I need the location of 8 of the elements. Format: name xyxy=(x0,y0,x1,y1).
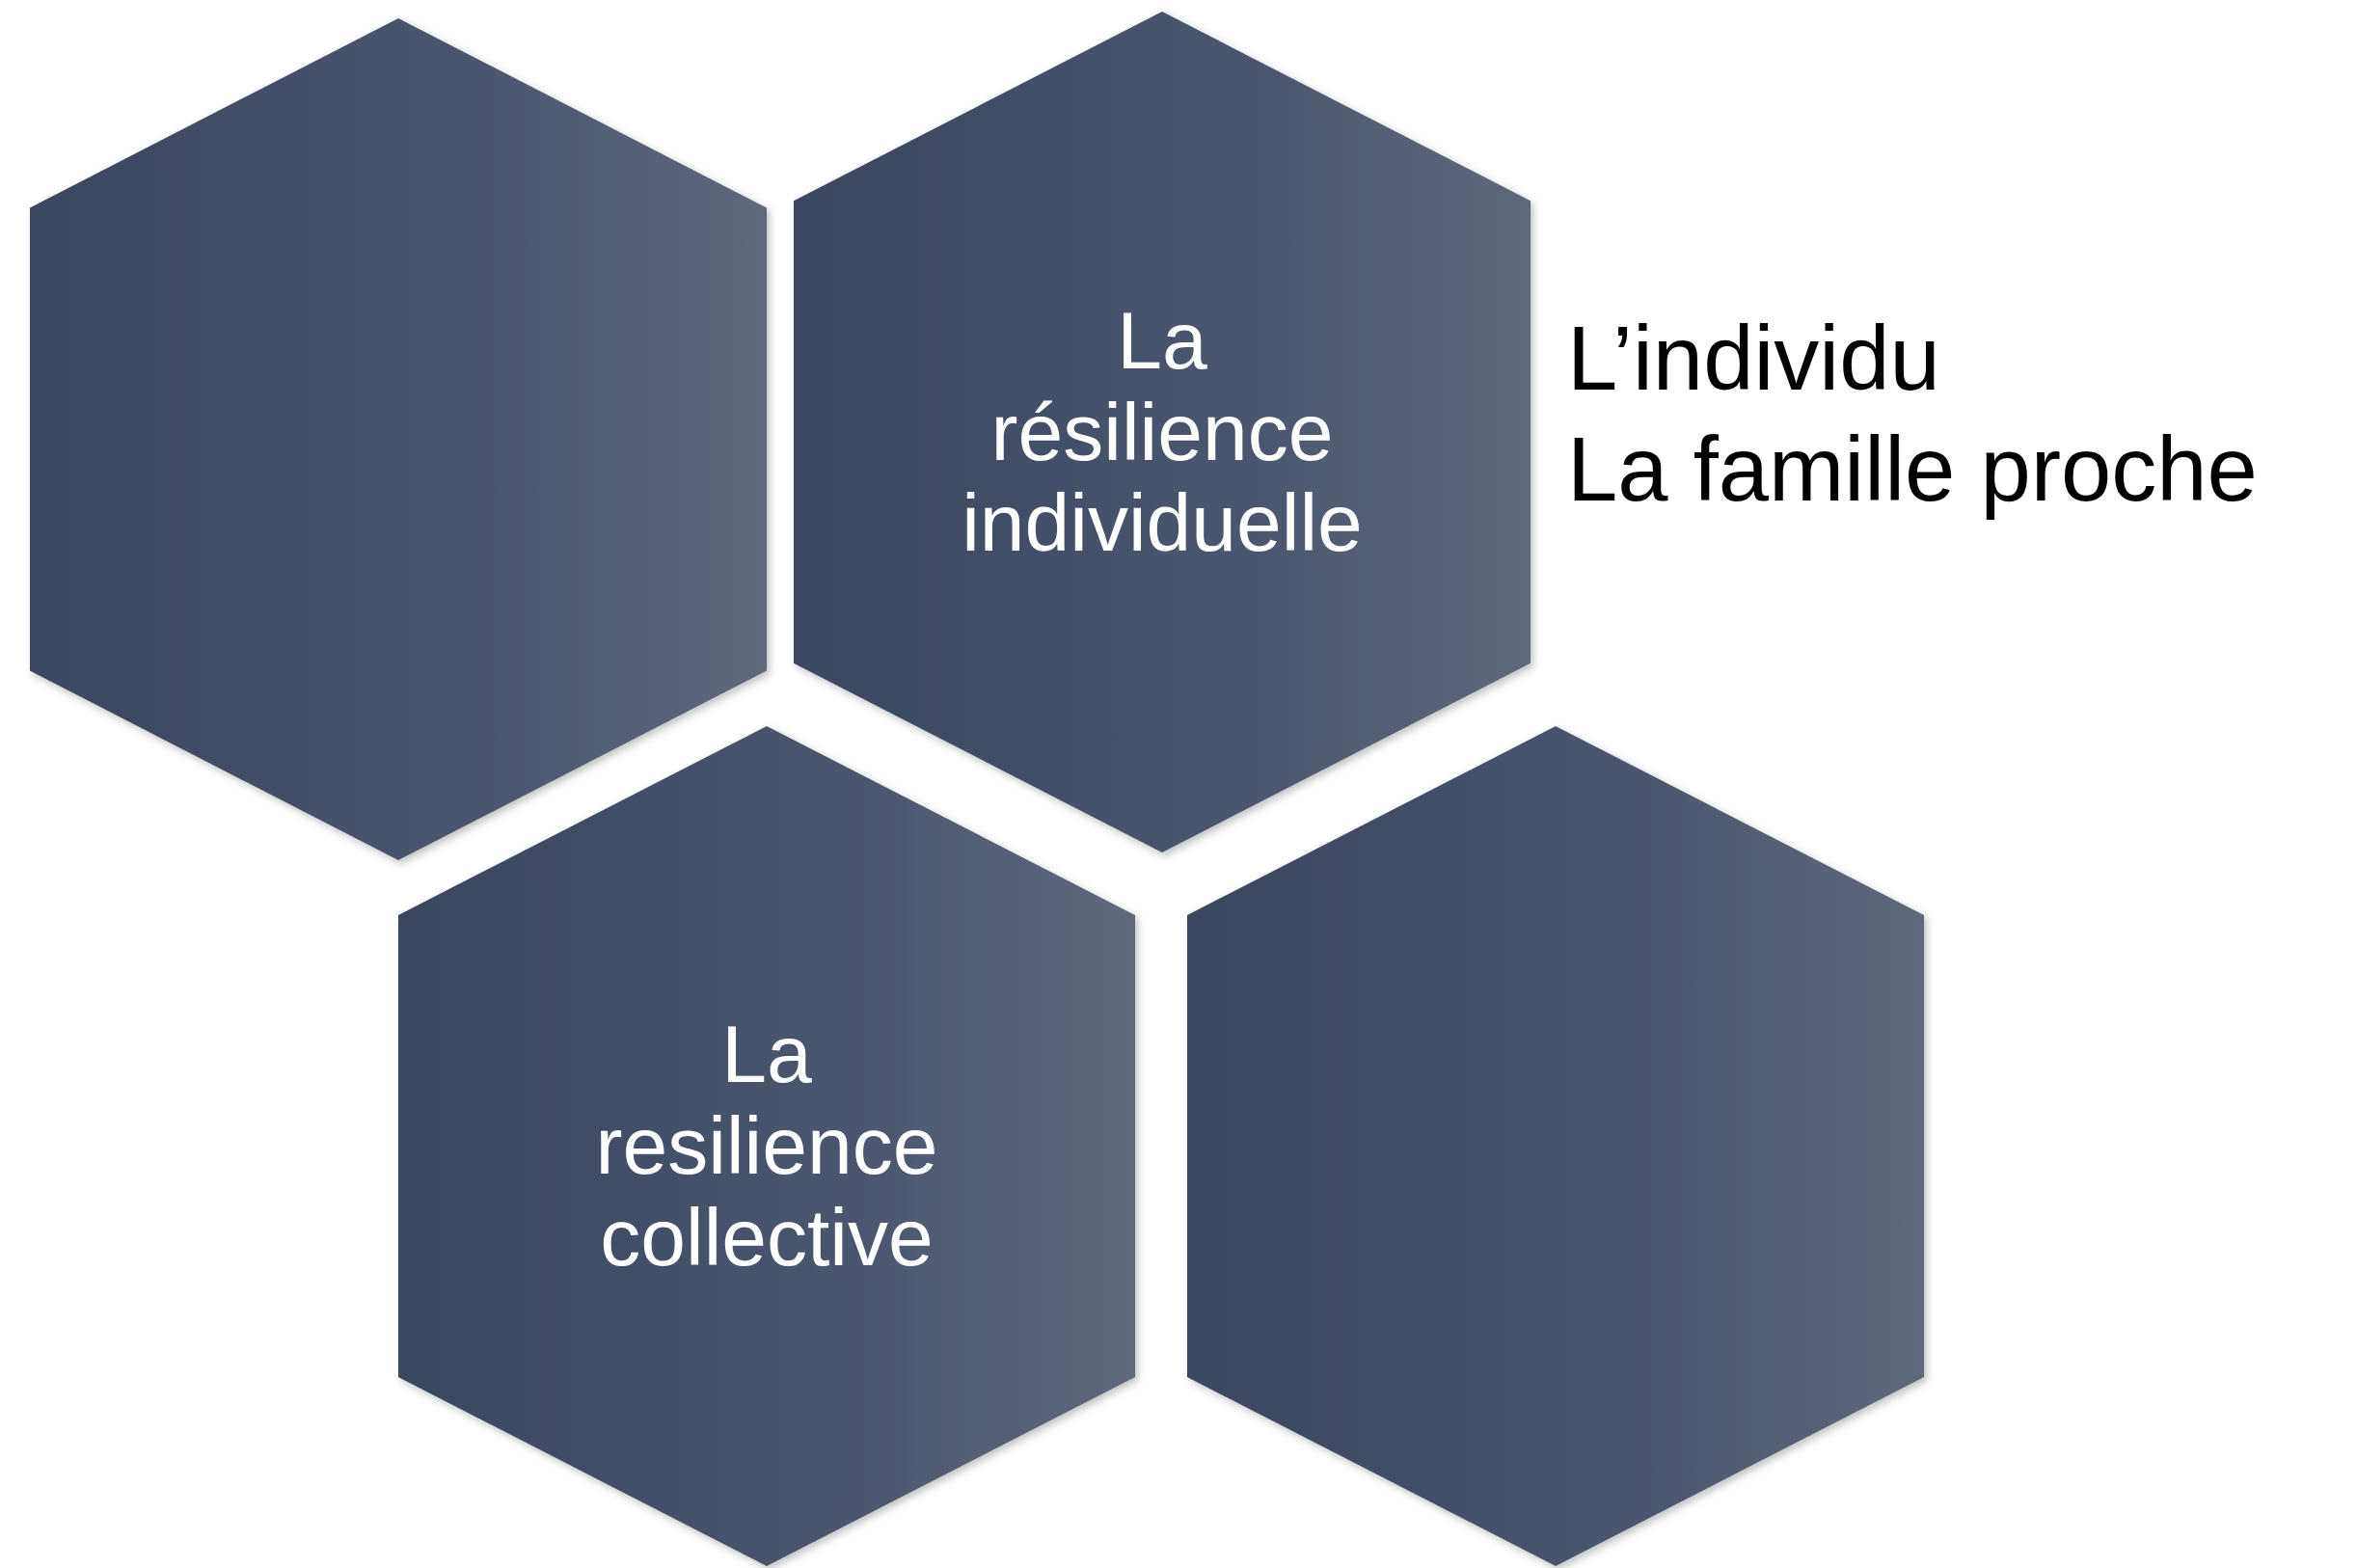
hexagon-text: La résilience individuelle xyxy=(961,294,1364,570)
hexagon-shape xyxy=(30,18,767,860)
hexagon-shape xyxy=(398,726,1135,1566)
side-label: L’individu xyxy=(1567,309,1941,409)
side-label: La famille proche xyxy=(1567,419,2258,520)
hexagon-shape xyxy=(794,12,1531,852)
hexagon-shape xyxy=(1187,726,1924,1566)
hexagon-text: La resilience collective xyxy=(594,1009,939,1284)
